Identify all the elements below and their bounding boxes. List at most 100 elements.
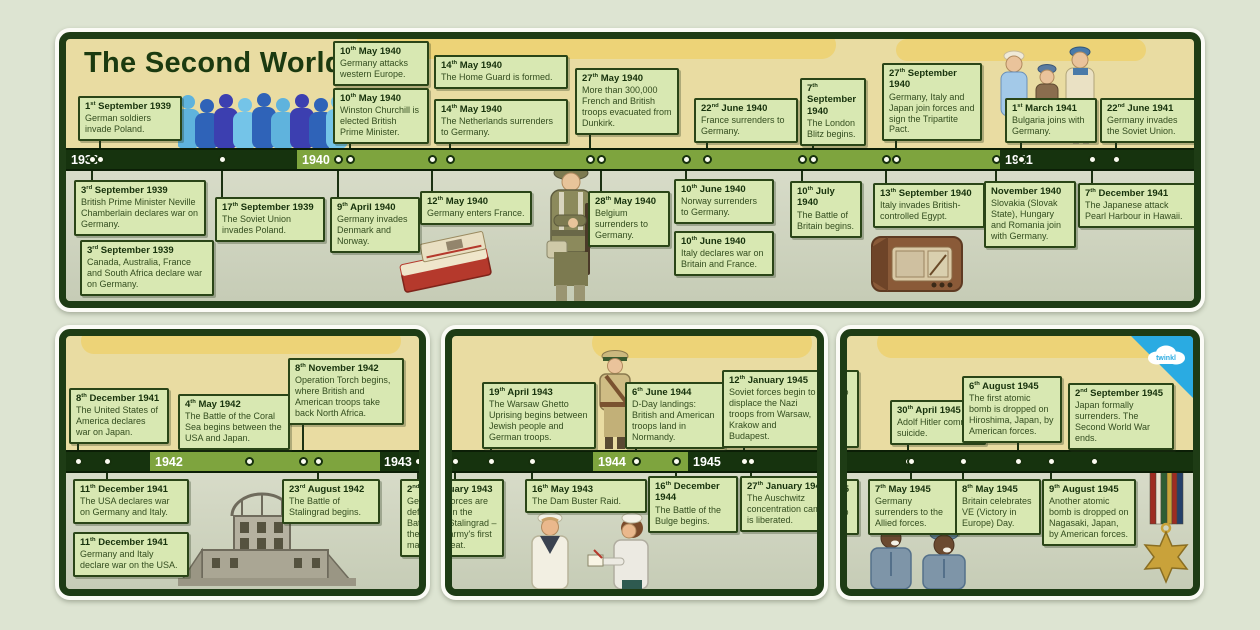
- event-date: 6th June 1944: [632, 387, 692, 399]
- event-date: 2nd February 1943: [445, 484, 493, 496]
- event-date: 27th January 1945: [843, 484, 849, 496]
- medal-illustration: [1143, 462, 1189, 584]
- timeline-dot: [298, 457, 308, 466]
- event-text: Adolf Hitler commits suicide.: [897, 417, 978, 439]
- event-text: The Auschwitz concentration camp is libe…: [843, 507, 849, 518]
- event-box: 2nd February 1943German forces are defea…: [400, 479, 420, 558]
- event-text: British Prime Minister Neville Chamberla…: [81, 197, 199, 230]
- event-date: 11th December 1941: [80, 484, 168, 496]
- timeline-dot: [891, 155, 901, 164]
- sailor-and-nurse-illustration: [531, 512, 649, 589]
- timeline-dot: [958, 457, 968, 466]
- event-text: The Battle of Stalingrad begins.: [289, 496, 362, 518]
- timeline-dot: [1016, 155, 1026, 164]
- event-date: 10th June 1940: [681, 236, 746, 248]
- event-date: 4th May 1942: [185, 399, 241, 411]
- event-date: 9th April 1940: [337, 202, 396, 214]
- event-date: 12th May 1940: [427, 196, 489, 208]
- event-text: The first atomic bomb is dropped on Hiro…: [969, 393, 1054, 437]
- event-text: Italy invades British-controlled Egypt.: [880, 200, 961, 222]
- event-text: The Soviet Union invades Poland.: [222, 214, 292, 236]
- event-date: 1st March 1941: [1012, 103, 1077, 115]
- event-date: 8th December 1941: [76, 393, 160, 405]
- timeline-dot: [631, 457, 641, 466]
- event-text: The Warsaw Ghetto Uprising begins betwee…: [489, 399, 588, 443]
- paint-blob: [81, 336, 401, 354]
- timeline-segment-1943: 1943: [380, 452, 419, 471]
- timeline-band: 193919401941: [66, 148, 1194, 171]
- event-date: 6th August 1945: [969, 381, 1039, 393]
- timeline-dot: [797, 155, 807, 164]
- event-box: 2nd February 1943German forces are defea…: [445, 479, 504, 558]
- event-text: Britain celebrates VE (Victory in Europe…: [962, 496, 1032, 529]
- event-text: Germany and Italy declare war on the USA…: [80, 549, 178, 571]
- event-connector: [221, 171, 223, 209]
- event-text: Soviet forces begin to displace the Nazi…: [841, 387, 849, 420]
- event-text: The Japanese attack Pearl Harbour in Haw…: [1085, 200, 1183, 222]
- svg-text:twinkl: twinkl: [1156, 355, 1176, 362]
- radio-illustration: [871, 236, 963, 292]
- event-date: 10th July 1940: [797, 186, 835, 209]
- event-text: Germany surrenders to the Allied forces.: [875, 496, 944, 529]
- timeline-dot: [486, 457, 496, 466]
- event-text: Another atomic bomb is dropped on Nagasa…: [1049, 496, 1129, 540]
- event-date: 30th April 1945: [897, 405, 961, 417]
- event-text: Germany enters France.: [427, 208, 525, 219]
- event-text: Slovakia (Slovak State), Hungary and Rom…: [991, 198, 1062, 242]
- timeline-dot: [702, 155, 712, 164]
- event-text: More than 300,000 French and British tro…: [582, 85, 672, 129]
- timeline-segment: [452, 452, 593, 471]
- event-date: 19th April 1943: [489, 387, 553, 399]
- timeline-dot: [585, 155, 595, 164]
- event-date: 10th May 1940: [340, 46, 402, 58]
- event-text: The United States of America declares wa…: [76, 405, 159, 438]
- officer-illustration: [599, 350, 631, 449]
- timeline-dot: [596, 155, 606, 164]
- timeline-dot: [1089, 457, 1099, 466]
- event-text: Germany invades the Soviet Union.: [1107, 115, 1178, 137]
- event-date: 7th May 1945: [875, 484, 931, 496]
- timeline-panel-1939-1941: The Second World War: [55, 28, 1205, 312]
- panel-frame: The Second World War: [59, 32, 1201, 308]
- paint-blob: [877, 336, 1167, 358]
- timeline-dot: [217, 155, 227, 164]
- event-date: 16th May 1943: [532, 484, 594, 496]
- event-date: 16th December 1944: [655, 481, 720, 504]
- timeline-dot: [102, 457, 112, 466]
- event-date: 2nd February 1943: [407, 484, 420, 496]
- timeline-dot: [808, 155, 818, 164]
- event-date: 7th December 1941: [1085, 188, 1169, 200]
- event-date: 14th May 1940: [441, 60, 503, 72]
- event-text: Italy declares war on Britain and France…: [681, 248, 764, 270]
- event-text: Norway surrenders to Germany.: [681, 196, 758, 218]
- event-connector: [600, 171, 602, 203]
- timeline-dot: [95, 155, 105, 164]
- event-date: 12th January 1945: [847, 375, 852, 386]
- event-date: 22nd June 1940: [701, 103, 768, 115]
